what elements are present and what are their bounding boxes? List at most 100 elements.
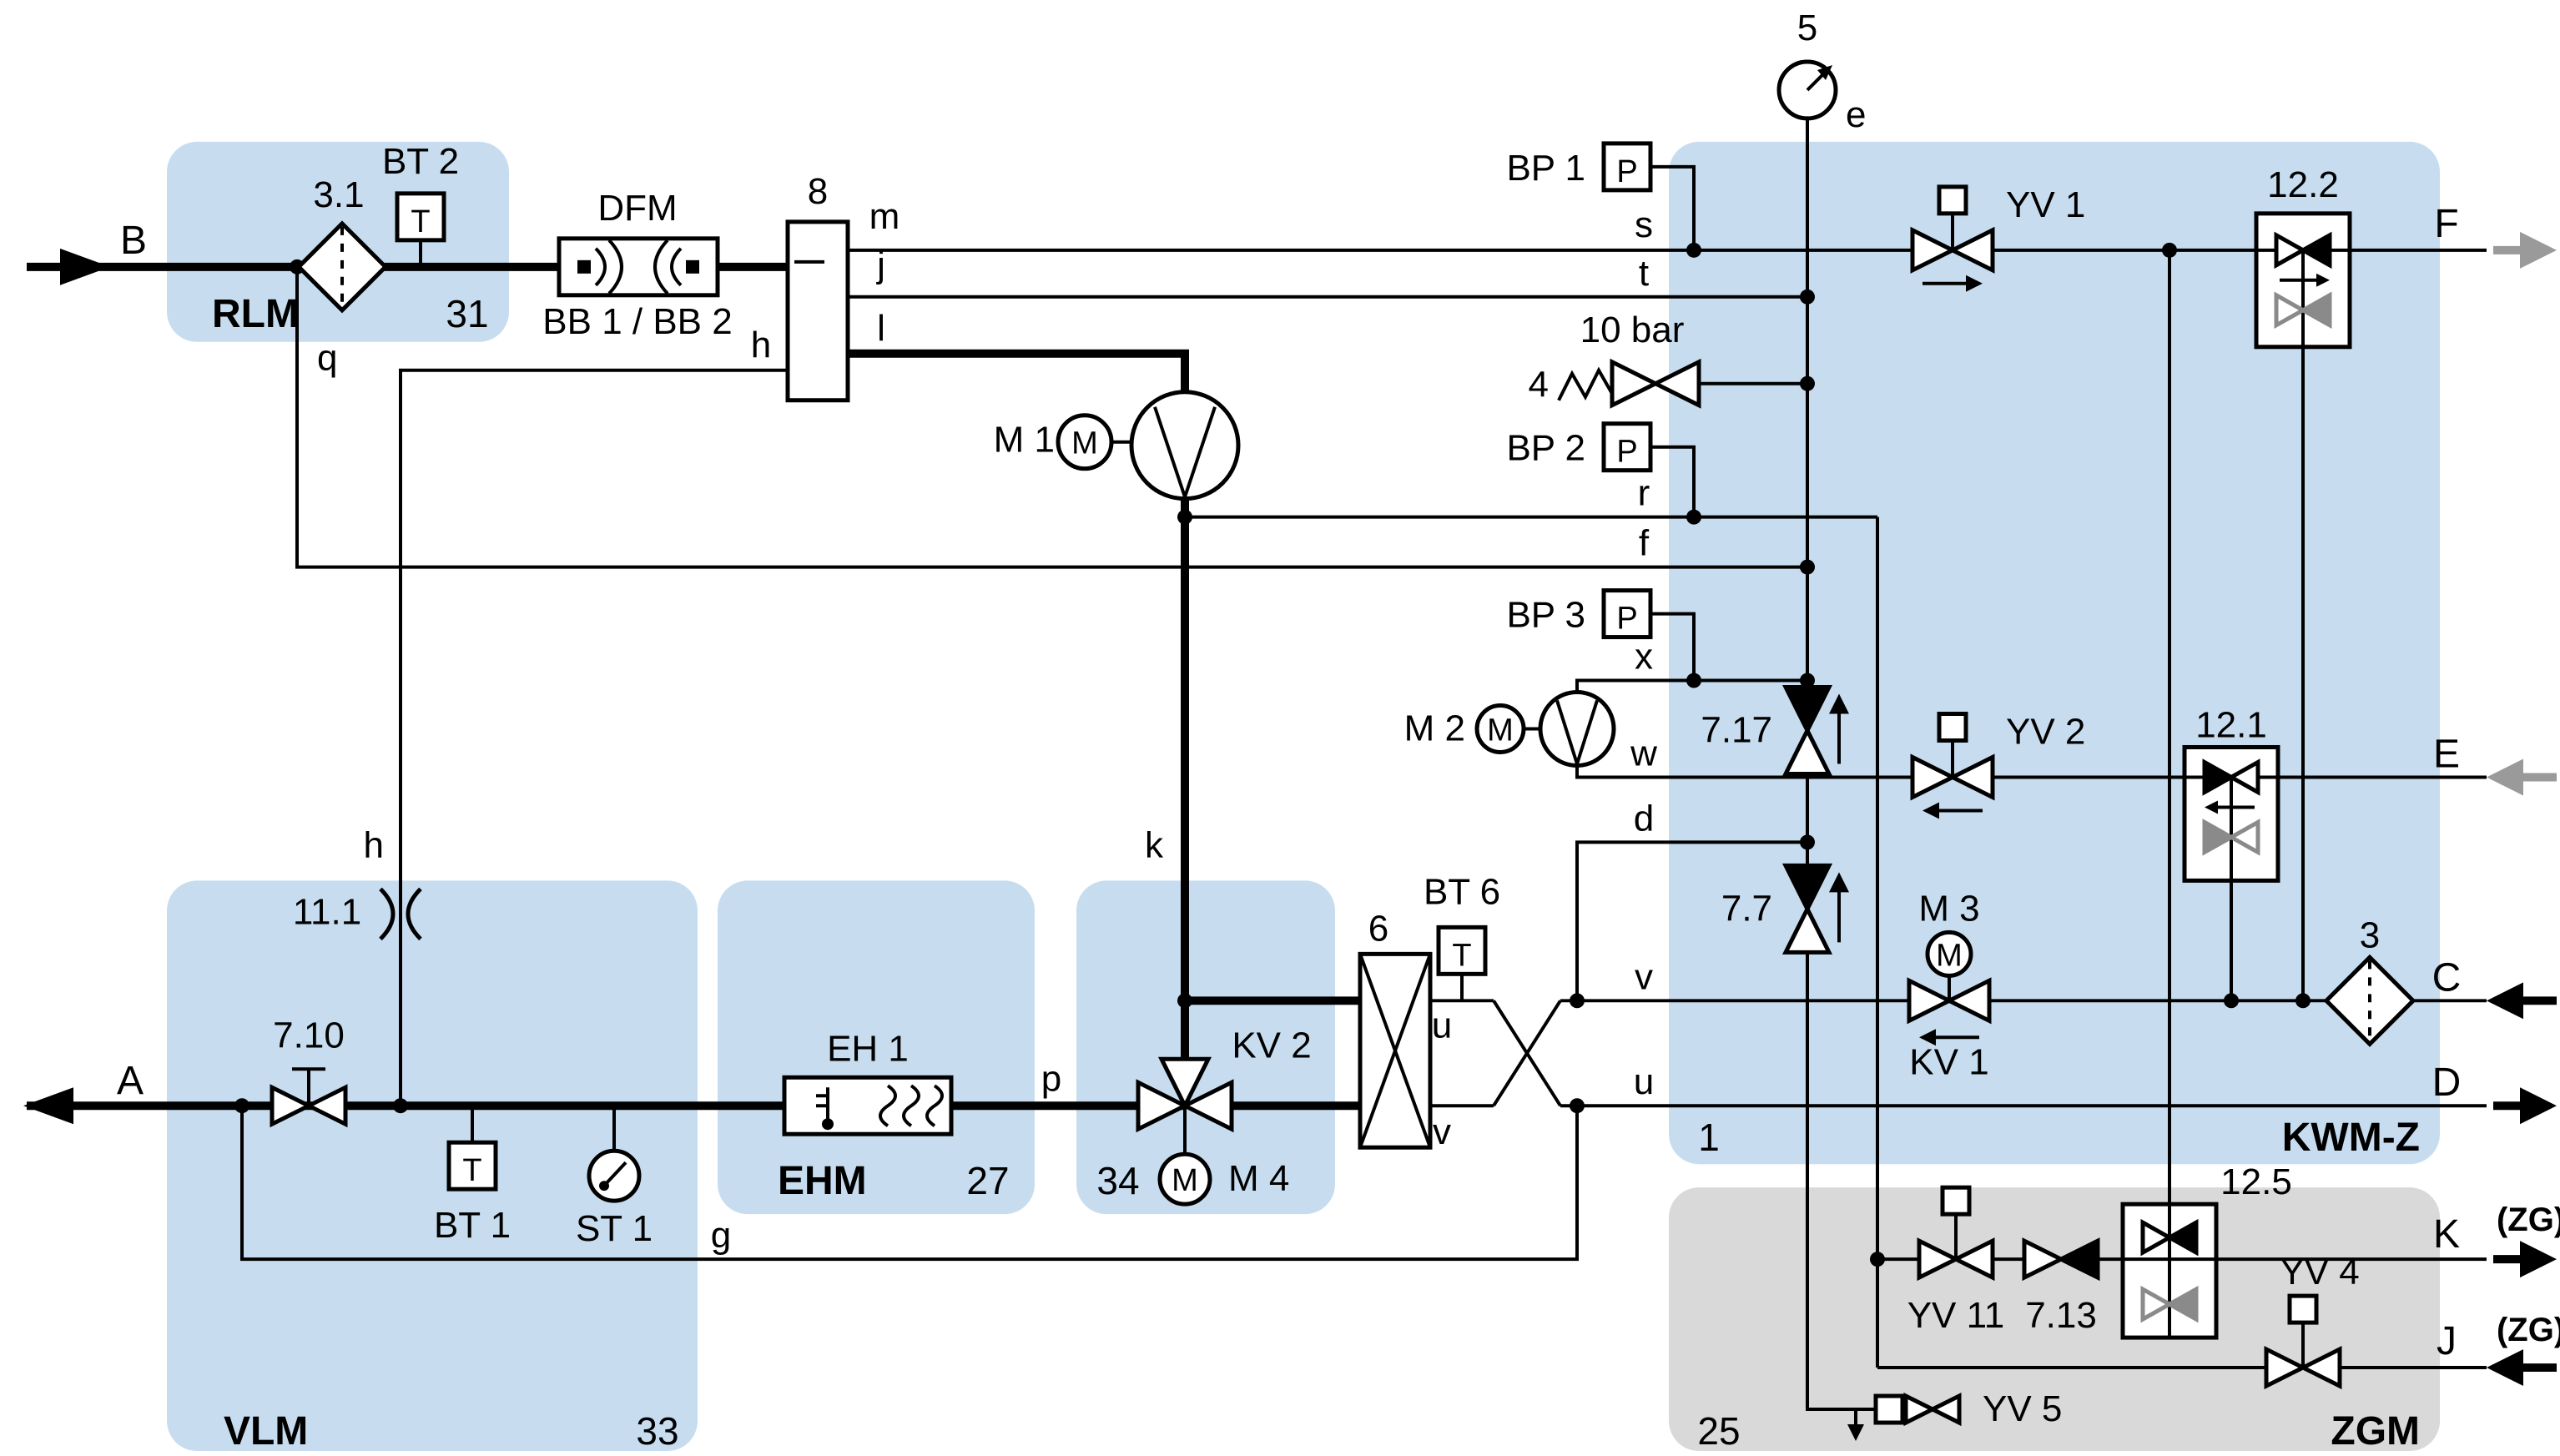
- valve-7-17: [1781, 685, 1849, 776]
- disconnector-12-2: [2254, 211, 2352, 350]
- label-yv2: YV 2: [2006, 712, 2085, 753]
- module-label-rlm: RLM: [212, 292, 299, 336]
- solenoid-icon: [1937, 712, 1968, 743]
- flow-meter-dfm: [557, 236, 720, 298]
- label-st1: ST 1: [576, 1208, 653, 1249]
- label-m1: M 1: [994, 420, 1055, 461]
- module-num-rlm: 31: [446, 292, 488, 335]
- pipe-x: [1575, 678, 1807, 693]
- port-label-j: J: [2437, 1319, 2457, 1363]
- tag-zg-j: (ZG): [2497, 1312, 2560, 1348]
- up-arrow-icon: [1829, 872, 1849, 893]
- label-bp2: BP 2: [1506, 428, 1585, 469]
- pipe-d: [1575, 840, 1807, 1001]
- label-yv11: YV 11: [1907, 1295, 2005, 1336]
- valve-yv4: [2264, 1293, 2342, 1390]
- port-f-arrow: [2493, 231, 2557, 269]
- module-label-zgm: ZGM: [2331, 1409, 2420, 1453]
- line-label-s: s: [1635, 204, 1653, 245]
- line-label-t: t: [1639, 253, 1649, 294]
- port-label-f: F: [2434, 202, 2458, 246]
- letter-t-bt1: T: [462, 1153, 481, 1188]
- port-a-arrow: [23, 1087, 73, 1125]
- label-121: 12.1: [2195, 705, 2267, 746]
- filter-3: [2323, 954, 2416, 1047]
- labels: BT 2 T 3.1 B RLM 31 q DFM BB 1 / BB 2 8 …: [117, 8, 2560, 1453]
- valve-7-7: [1781, 863, 1849, 955]
- port-label-b: B: [120, 219, 147, 263]
- filter-3-1: [295, 220, 389, 314]
- port-label-e: E: [2433, 732, 2460, 776]
- line-label-m: m: [869, 196, 900, 237]
- pipe-q-f: [295, 266, 1807, 569]
- label-gauge-5: 5: [1797, 8, 1817, 48]
- letter-t: T: [411, 204, 430, 239]
- drain-arrow-icon: [1847, 1424, 1864, 1442]
- label-vessel-8: 8: [808, 171, 828, 212]
- label-bt6: BT 6: [1424, 871, 1500, 912]
- letter-m1: M: [1071, 426, 1098, 461]
- label-yv5: YV 5: [1983, 1388, 2062, 1429]
- check-valve-7-13: [2022, 1237, 2100, 1282]
- label-eh1: EH 1: [827, 1028, 909, 1069]
- motor-m2-icon: [1474, 703, 1526, 754]
- port-j-arrow: [2487, 1349, 2557, 1387]
- valve-kv2: [1136, 1056, 1234, 1207]
- vessel-8: [785, 219, 850, 403]
- label-kv2: KV 2: [1232, 1025, 1311, 1066]
- port-d-arrow: [2493, 1087, 2557, 1125]
- line-label-v-left: v: [1433, 1111, 1451, 1152]
- label-dfm: DFM: [597, 188, 677, 229]
- solenoid-icon: [2287, 1293, 2319, 1325]
- sensor-bp3: [1601, 588, 1653, 640]
- port-e-arrow: [2487, 758, 2557, 796]
- port-c-arrow: [2487, 982, 2557, 1020]
- solenoid-icon: [1937, 184, 1968, 216]
- letter-m3: M: [1936, 938, 1963, 973]
- port-label-k: K: [2433, 1212, 2460, 1257]
- label-v717: 7.17: [1701, 710, 1772, 751]
- sensor-bp2: [1601, 421, 1653, 473]
- line-label-d: d: [1634, 798, 1654, 839]
- pressure-gauge-5: [1776, 59, 1838, 121]
- module-kwmz-box: [1669, 141, 2440, 1165]
- sensor-bt2: [395, 191, 446, 243]
- module-vlm-box: [167, 880, 698, 1452]
- line-label-v-right: v: [1635, 956, 1653, 997]
- label-yv1: YV 1: [2006, 184, 2085, 225]
- label-relief-4: 4: [1529, 365, 1549, 406]
- valve-yv11: [1917, 1185, 1995, 1282]
- line-label-j: j: [875, 244, 885, 285]
- port-label-a: A: [117, 1059, 144, 1103]
- label-relief-set: 10 bar: [1580, 310, 1685, 350]
- label-122: 12.2: [2267, 164, 2339, 205]
- module-label-ehm: EHM: [778, 1159, 867, 1203]
- heater-eh1: [782, 1075, 954, 1136]
- label-713: 7.13: [2025, 1295, 2097, 1336]
- label-125: 12.5: [2220, 1161, 2292, 1202]
- sensor-st1: [587, 1148, 642, 1203]
- module-num-ehm: 27: [966, 1159, 1009, 1202]
- motor-m1-icon: [1056, 413, 1114, 471]
- line-label-k: k: [1145, 824, 1164, 865]
- letter-p3: P: [1616, 602, 1637, 637]
- disconnector-12-1: [2182, 744, 2280, 883]
- flow-arrow-icon: [1923, 802, 1939, 819]
- sensor-bt6: [1436, 924, 1488, 976]
- label-m3: M 3: [1918, 888, 1979, 929]
- pipe-bp3-stub: [1650, 612, 1696, 681]
- solenoid-icon: [1873, 1393, 1905, 1425]
- line-label-p: p: [1041, 1058, 1061, 1099]
- motor-m4-icon: [1157, 1151, 1212, 1207]
- module-label-kwmz: KWM-Z: [2282, 1116, 2420, 1160]
- relief-valve-4: [1557, 358, 1701, 409]
- valve-yv1: [1910, 184, 1995, 292]
- label-bt2: BT 2: [382, 141, 459, 182]
- line-label-h2: h: [364, 824, 384, 865]
- up-arrow-icon: [1829, 693, 1849, 714]
- letter-m4: M: [1172, 1163, 1198, 1198]
- valve-yv2: [1910, 712, 1995, 819]
- module-num-zgm: 25: [1697, 1409, 1740, 1453]
- letter-p2: P: [1616, 435, 1637, 470]
